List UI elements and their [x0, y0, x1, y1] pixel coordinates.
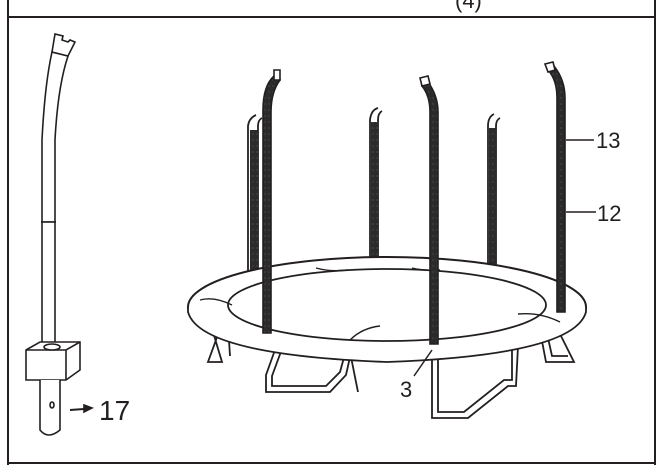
pole-lower-tube [41, 222, 56, 353]
pole-top-cap [51, 33, 77, 57]
leader-lines [413, 139, 596, 377]
pole-upper-tube [41, 51, 70, 223]
screw-17 [69, 403, 94, 414]
trampoline-assembly [187, 61, 596, 419]
callout-17: 17 [99, 395, 130, 426]
callout-3: 3 [400, 377, 412, 402]
pole-detail [25, 33, 94, 436]
callout-13: 13 [596, 128, 620, 153]
trampoline-frame [187, 256, 587, 363]
header-partial-text: (4) [455, 0, 482, 13]
page-frame [7, 0, 656, 465]
front-poles [262, 61, 566, 345]
callout-12: 12 [597, 201, 621, 226]
back-poles [247, 107, 501, 290]
front-pole-3 [546, 64, 566, 313]
